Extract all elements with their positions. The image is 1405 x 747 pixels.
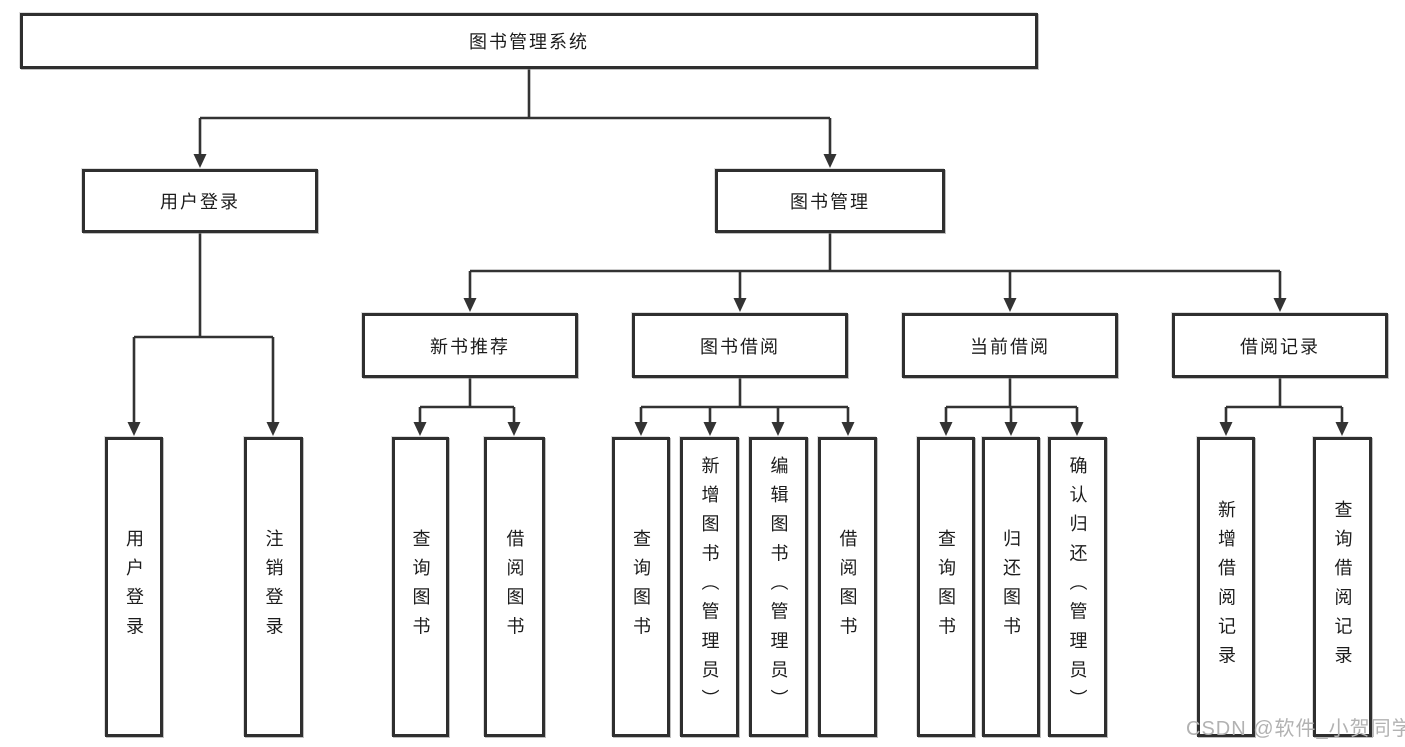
arrowhead <box>266 422 280 436</box>
arrowhead <box>841 422 855 436</box>
node-borrow-records: 借阅记录 <box>1172 313 1388 378</box>
watermark: CSDN @软件_小贺同学 <box>1186 718 1405 740</box>
arrowhead <box>463 298 477 312</box>
leaf-borrow-books-recommend-label: 借阅图书 <box>504 528 525 646</box>
node-new-book-recommend: 新书推荐 <box>362 313 578 378</box>
arrowhead <box>1004 422 1018 436</box>
node-current-borrow: 当前借阅 <box>902 313 1118 378</box>
connector-recommend-drops <box>418 407 516 423</box>
leaf-query-books-borrow: 查询图书 <box>612 437 670 737</box>
arrowhead <box>823 154 837 168</box>
arrowhead <box>1273 298 1287 312</box>
leaf-borrow-books: 借阅图书 <box>818 437 877 737</box>
arrowhead <box>507 422 521 436</box>
arrowhead <box>193 154 207 168</box>
arrowhead <box>413 422 427 436</box>
arrowhead <box>733 298 747 312</box>
node-new-book-recommend-label: 新书推荐 <box>430 336 510 357</box>
leaf-query-books-recommend: 查询图书 <box>392 437 449 737</box>
leaf-confirm-return-admin-label: 确认归还（管理员） <box>1067 455 1088 719</box>
node-root-label: 图书管理系统 <box>469 32 589 52</box>
leaf-add-book-admin: 新增图书（管理员） <box>680 437 739 737</box>
leaf-add-book-admin-label: 新增图书（管理员） <box>699 455 720 719</box>
leaf-edit-book-admin-label: 编辑图书（管理员） <box>768 455 789 719</box>
connector-records-drops <box>1224 407 1344 423</box>
leaf-user-login-label: 用户登录 <box>124 528 144 646</box>
leaf-query-borrow-record-label: 查询借阅记录 <box>1332 499 1353 675</box>
node-book-management: 图书管理 <box>715 169 945 233</box>
node-book-borrow-label: 图书借阅 <box>700 336 780 357</box>
node-book-management-label: 图书管理 <box>790 192 870 212</box>
arrowhead <box>1003 298 1017 312</box>
connector-current-drops <box>944 407 1079 423</box>
node-root: 图书管理系统 <box>20 13 1038 69</box>
leaf-confirm-return-admin: 确认归还（管理员） <box>1048 437 1107 737</box>
node-current-borrow-label: 当前借阅 <box>970 336 1050 357</box>
node-user-login: 用户登录 <box>82 169 318 233</box>
leaf-user-login: 用户登录 <box>105 437 163 737</box>
arrowhead <box>1219 422 1233 436</box>
node-borrow-records-label: 借阅记录 <box>1240 336 1320 357</box>
arrowhead <box>1335 422 1349 436</box>
leaf-query-borrow-record: 查询借阅记录 <box>1313 437 1372 737</box>
arrowhead <box>1070 422 1084 436</box>
node-user-login-label: 用户登录 <box>160 192 240 212</box>
leaf-query-books-current: 查询图书 <box>917 437 975 737</box>
arrowhead <box>703 422 717 436</box>
connector-root-drops <box>198 118 832 155</box>
connector-user-drops <box>132 337 275 423</box>
leaf-borrow-books-label: 借阅图书 <box>837 528 858 646</box>
leaf-query-books-borrow-label: 查询图书 <box>631 528 651 646</box>
leaf-edit-book-admin: 编辑图书（管理员） <box>749 437 808 737</box>
leaf-add-borrow-record: 新增借阅记录 <box>1197 437 1255 737</box>
leaf-add-borrow-record-label: 新增借阅记录 <box>1216 499 1236 675</box>
node-book-borrow: 图书借阅 <box>632 313 848 378</box>
arrowhead <box>127 422 141 436</box>
leaf-logout-label: 注销登录 <box>263 528 284 646</box>
connector-mgmt-drops <box>468 271 1282 299</box>
leaf-borrow-books-recommend: 借阅图书 <box>484 437 545 737</box>
leaf-query-books-current-label: 查询图书 <box>936 528 956 646</box>
leaf-logout: 注销登录 <box>244 437 303 737</box>
arrowhead <box>634 422 648 436</box>
leaf-return-book-label: 归还图书 <box>1001 528 1021 646</box>
arrowhead <box>939 422 953 436</box>
leaf-return-book: 归还图书 <box>982 437 1040 737</box>
leaf-query-books-recommend-label: 查询图书 <box>410 528 431 646</box>
connector-borrow-drops <box>639 407 850 423</box>
arrowhead <box>771 422 785 436</box>
